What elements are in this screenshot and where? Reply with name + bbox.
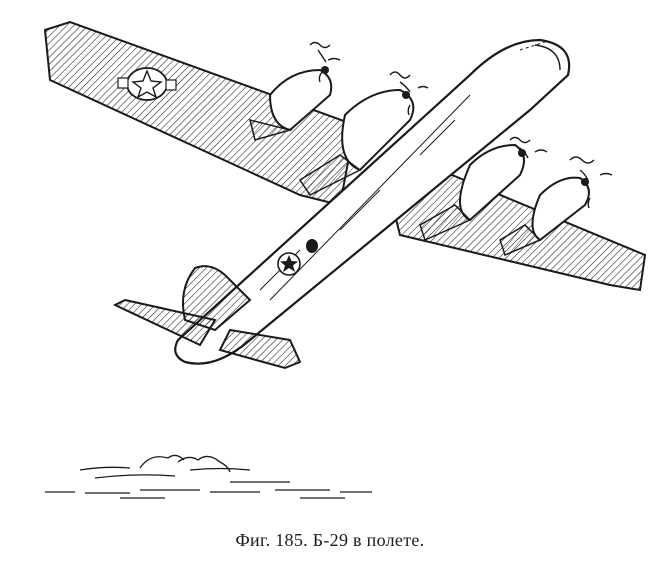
propeller-icon [309,41,613,209]
clouds-horizon-icon [45,454,372,499]
fuselage [174,38,571,365]
engine-nacelle-1 [248,68,333,141]
propeller-hub [321,66,589,186]
tail-fin [182,265,252,332]
horizontal-stabilizer [112,298,302,370]
fuselage-star-insignia-icon [277,252,301,276]
engine-nacelle-4 [499,176,590,257]
left-wing [43,20,357,207]
b29-bomber-in-flight-icon [43,20,647,499]
figure-caption: Фиг. 185. Б-29 в полете. [235,530,425,550]
engine-nacelle-2 [298,88,415,196]
engine-nacelle-3 [419,143,525,242]
star-insignia-icon [117,67,177,101]
